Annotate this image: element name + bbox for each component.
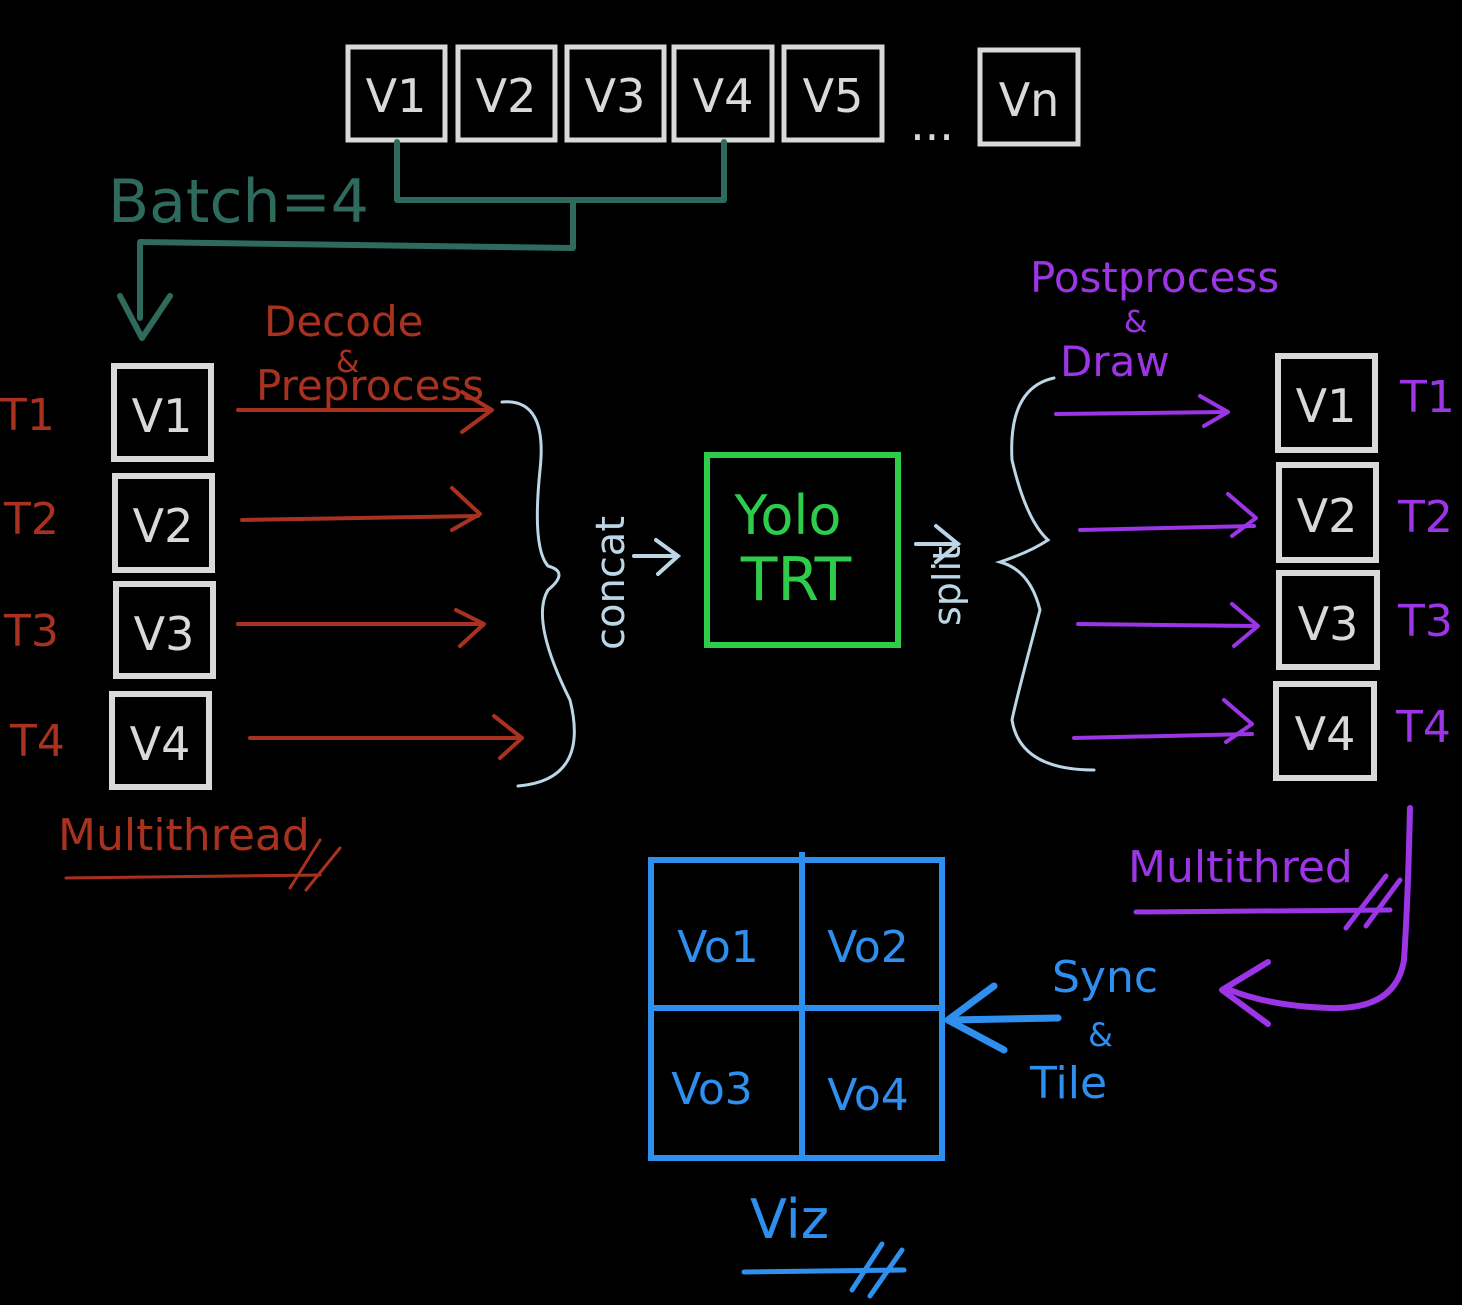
- concat-brace: [500, 400, 576, 788]
- output-frame-label-1: V1: [1296, 379, 1357, 433]
- viz-cell-label-1: Vo1: [677, 922, 759, 973]
- top-frame-label-2: V2: [476, 69, 537, 123]
- input-frame-box-2: [112, 473, 215, 573]
- sync-label: Sync: [1052, 952, 1158, 1003]
- output-frame-box-2: [1276, 462, 1379, 563]
- return-arrow-head: [1219, 959, 1271, 1027]
- output-frame-label-3: V3: [1298, 597, 1359, 651]
- top-frame-label-3: V3: [585, 69, 646, 123]
- input-arrow-2: [240, 514, 480, 522]
- output-frame-box-4: [1273, 681, 1377, 781]
- output-thread-label-4: T4: [1395, 702, 1451, 753]
- top-frame-box-n: [977, 47, 1081, 147]
- output-thread-label-2: T2: [1397, 492, 1453, 543]
- output-arrow-head-3: [1230, 602, 1260, 648]
- output-frame-label-2: V2: [1297, 489, 1358, 543]
- output-arrow-head-4: [1222, 698, 1254, 744]
- top-frame-label-5: V5: [803, 69, 864, 123]
- concat-label: concat: [588, 516, 634, 650]
- top-row-ellipsis: ...: [910, 97, 954, 151]
- output-arrow-3: [1076, 622, 1258, 628]
- decode-amp: &: [336, 345, 359, 380]
- postprocess-label: Postprocess: [1030, 253, 1279, 302]
- output-arrow-head-2: [1226, 492, 1258, 538]
- output-frame-label-4: V4: [1295, 707, 1356, 761]
- input-thread-label-1: T1: [0, 390, 55, 441]
- output-thread-label-3: T3: [1397, 596, 1453, 647]
- top-frame-box-3: [564, 44, 667, 143]
- output-frame-box-1: [1275, 353, 1378, 453]
- input-frame-label-4: V4: [130, 717, 191, 771]
- model-engine-label: TRT: [740, 545, 852, 615]
- top-frame-label-1: V1: [366, 69, 427, 123]
- preprocess-label: Preprocess: [256, 361, 484, 410]
- viz-underline: [741, 1241, 907, 1299]
- top-frame-box-2: [455, 44, 558, 143]
- viz-label: Viz: [750, 1188, 829, 1251]
- split-label: split: [925, 546, 969, 626]
- output-thread-label-1: T1: [1399, 372, 1455, 423]
- input-multithread-label: Multithread: [58, 810, 310, 861]
- sync-amp: &: [1088, 1016, 1113, 1054]
- viz-grid: [648, 852, 945, 1161]
- viz-cell-label-4: Vo4: [827, 1070, 909, 1121]
- top-frame-box-5: [781, 44, 885, 143]
- model-name-label: Yolo: [734, 484, 842, 547]
- input-thread-label-4: T4: [9, 716, 65, 767]
- tile-arrow: [944, 982, 1062, 1054]
- batch-label: Batch=4: [108, 167, 369, 237]
- input-frame-label-2: V2: [133, 499, 194, 553]
- top-frame-label-n: Vn: [999, 73, 1060, 127]
- input-arrow-head-4: [492, 714, 524, 760]
- return-arrow: [1227, 805, 1413, 1012]
- output-arrow-2: [1078, 524, 1256, 532]
- tile-label: Tile: [1029, 1058, 1107, 1109]
- input-arrow-head-2: [450, 486, 482, 532]
- split-brace: [994, 376, 1096, 772]
- input-arrows: [236, 390, 524, 760]
- output-multithread-underline: [1133, 873, 1403, 931]
- input-frame-label-3: V3: [134, 607, 195, 661]
- batch-bracket: [117, 139, 727, 341]
- top-frame-label-4: V4: [693, 69, 754, 123]
- input-multithread-underline: [64, 838, 342, 892]
- input-frame-label-1: V1: [132, 389, 193, 443]
- input-thread-label-2: T2: [3, 494, 59, 545]
- input-arrow-head-1: [460, 390, 494, 434]
- viz-cell-label-2: Vo2: [827, 922, 909, 973]
- draw-label: Draw: [1060, 337, 1170, 386]
- input-frame-box-4: [109, 691, 212, 790]
- output-frame-box-3: [1276, 570, 1380, 670]
- postprocess-amp: &: [1124, 305, 1147, 340]
- input-frame-box-3: [113, 581, 216, 679]
- output-arrows: [1054, 394, 1260, 744]
- input-arrow-head-3: [454, 608, 486, 648]
- output-multithread-label: Multithred: [1128, 842, 1353, 893]
- output-arrow-4: [1072, 732, 1254, 740]
- output-arrow-head-1: [1198, 394, 1230, 428]
- viz-cell-label-3: Vo3: [671, 1064, 753, 1115]
- model-box: [704, 452, 901, 648]
- input-thread-label-3: T3: [3, 606, 59, 657]
- input-frame-box-1: [111, 363, 214, 462]
- decode-label: Decode: [264, 297, 423, 346]
- split-arrow: [914, 524, 962, 564]
- concat-arrow: [632, 538, 682, 576]
- output-arrow-1: [1054, 410, 1228, 416]
